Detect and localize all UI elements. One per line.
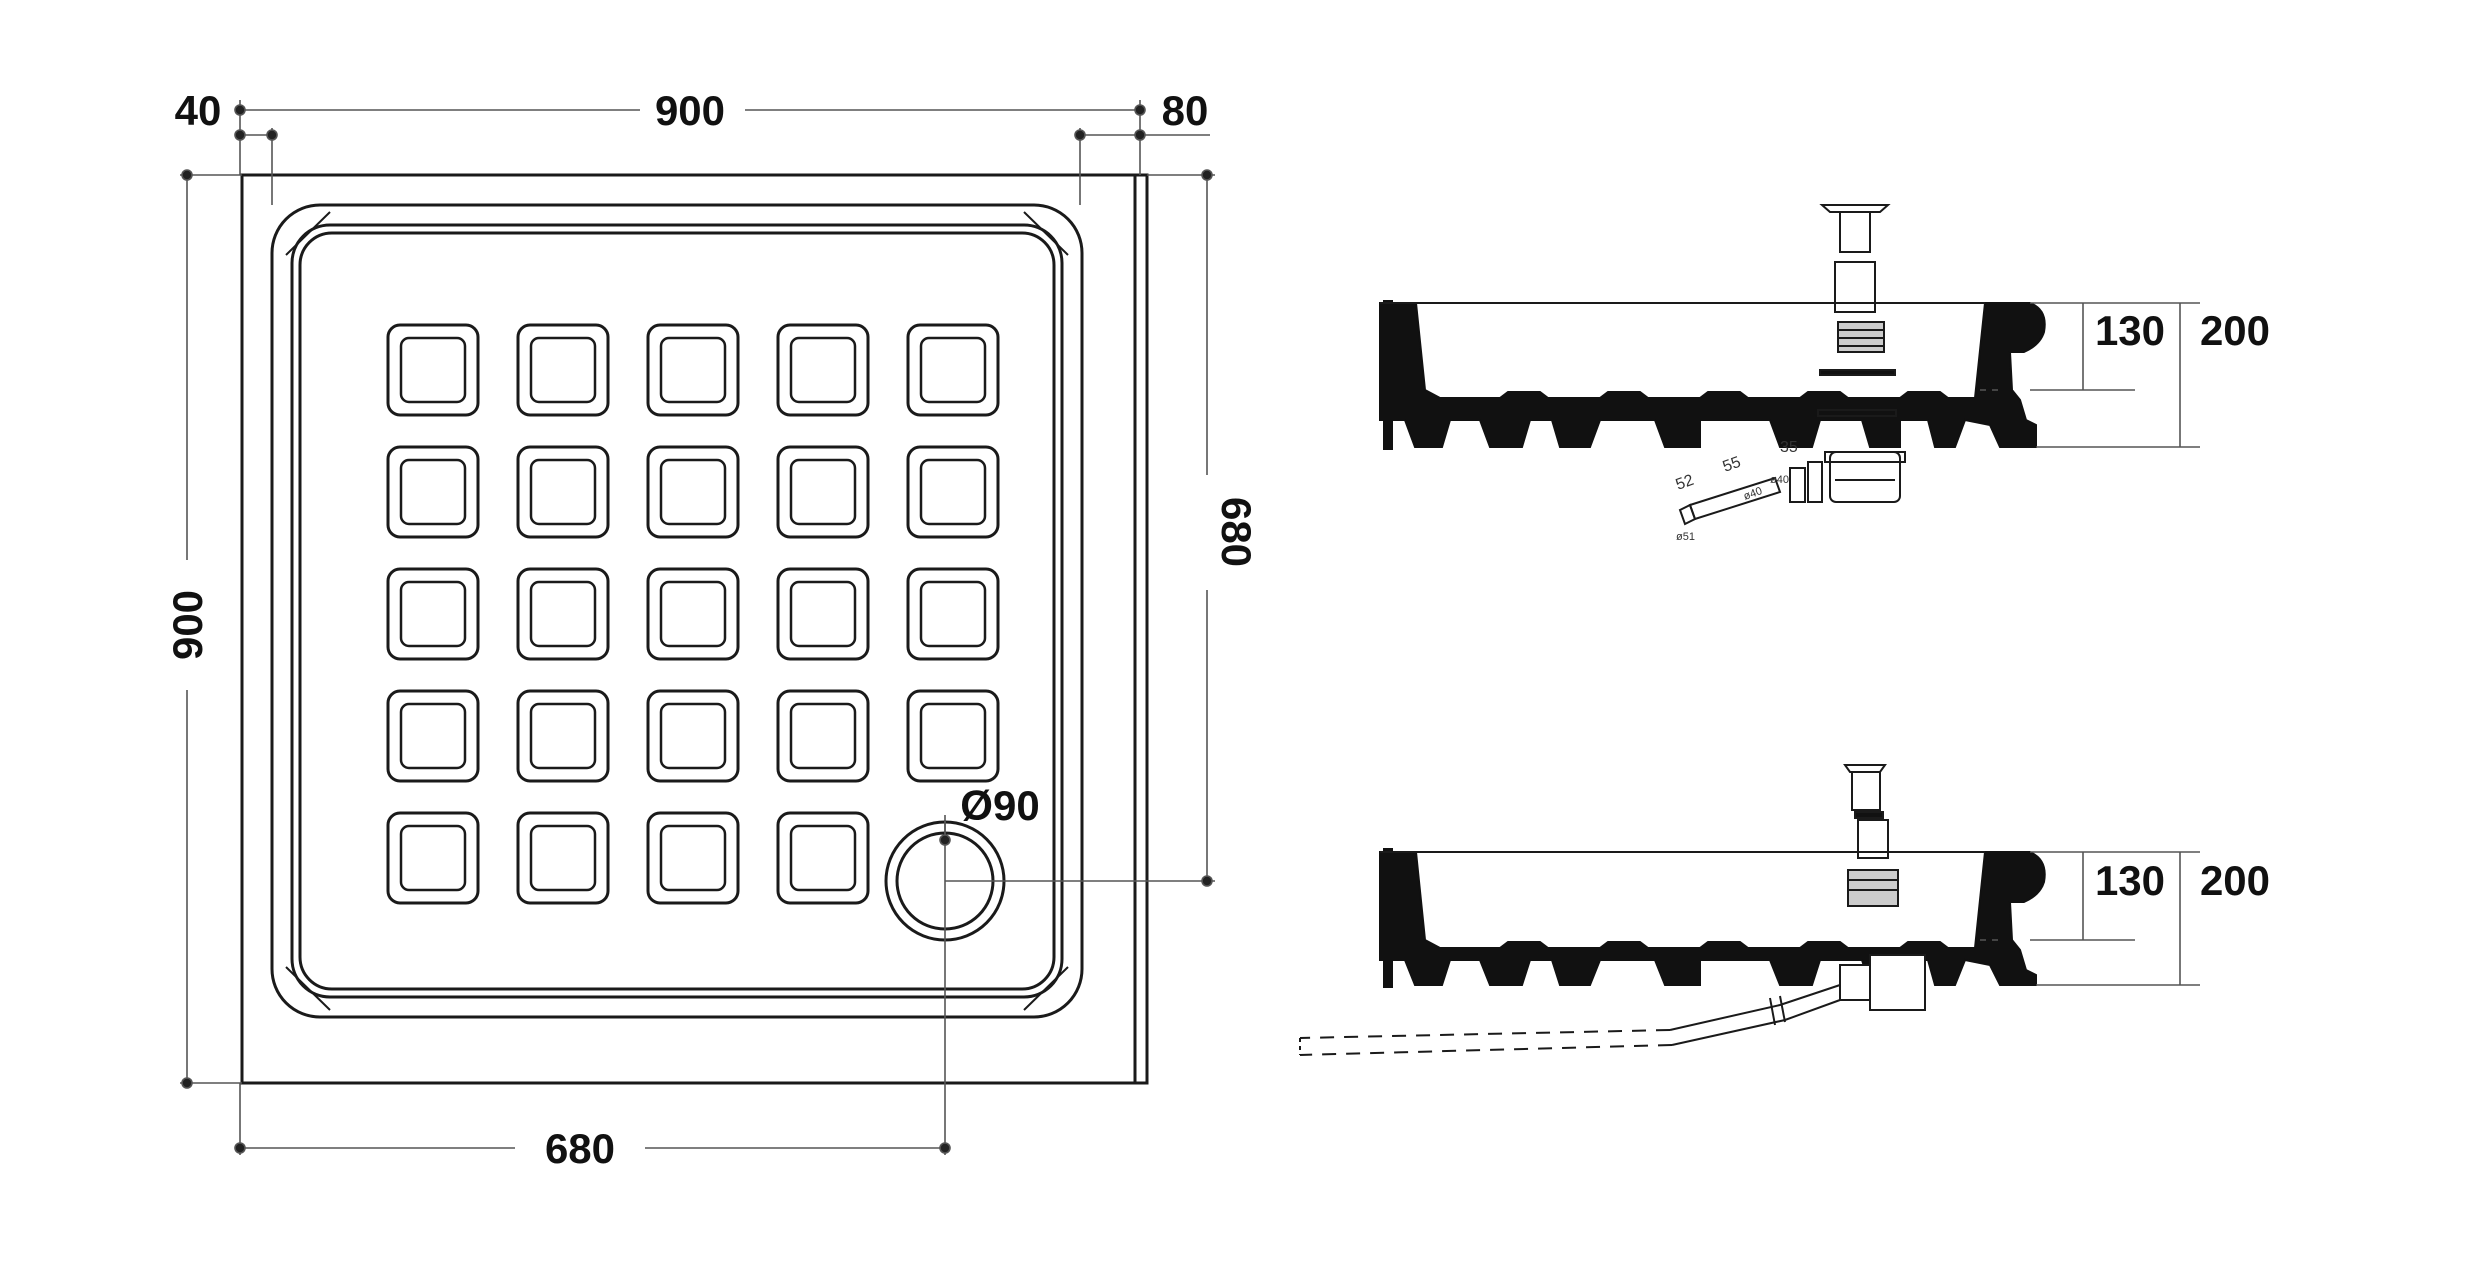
grid-pad [906,567,1000,661]
grid-pad-inner [919,580,987,648]
grid-pad-inner [919,336,987,404]
grid-pad [516,445,610,539]
dim-drain-diameter: Ø90 [960,782,1039,829]
grid-pad [386,689,480,783]
trap-label: 52 [1674,472,1697,494]
plan-view [240,173,1149,1085]
grid-pad-inner [789,824,857,892]
grid-pad-inner [789,580,857,648]
basin-corner [285,966,331,1011]
trap-labels: 52 55 35 ø40 ø40 ø51 [1674,439,1798,543]
grid-pad [516,323,610,417]
grid-pad-inner [399,702,467,770]
trap-label: 55 [1721,454,1744,476]
section-top-inner-depth: 130 [2095,307,2165,354]
grid-pad-inner [659,458,727,526]
section-bottom-body [1379,851,2046,986]
basin-rim-outer [270,203,1084,1019]
dim-bottom-width: 680 [545,1125,615,1172]
waste-pipe [1299,984,1841,1056]
dim-top-right-offset: 80 [1162,87,1209,134]
section-top-overall-height: 200 [2200,307,2270,354]
drain-assembly-top [1678,204,1906,526]
section-bottom-inner-depth: 130 [2095,857,2165,904]
basin-rim-inner [290,223,1064,999]
grid-pad [646,689,740,783]
grid-pad-inner [659,336,727,404]
drain-assembly-bottom [1839,764,1926,1011]
section-bottom: 130 200 [1299,764,2270,1056]
grid-pad [646,567,740,661]
grid-pad-inner [789,702,857,770]
grid-pad-inner [789,458,857,526]
grid-pad [776,811,870,905]
grid-pad [386,445,480,539]
grid-pad-inner [529,336,597,404]
trap-label: 35 [1780,439,1798,456]
grid-pad-inner [919,702,987,770]
grid-pad [646,323,740,417]
grid-pad-inner [529,702,597,770]
basin-corner [1023,966,1069,1011]
grid-pad [516,689,610,783]
grid-pad [906,689,1000,783]
grid-pad-inner [529,824,597,892]
grid-pad [906,445,1000,539]
basin-corner [285,211,331,256]
basin-floor [298,231,1056,991]
section-top-body [1379,302,2046,448]
grid-pad [386,323,480,417]
grid-pad-inner [399,336,467,404]
grid-pad-inner [659,702,727,770]
section-top-dim-lines [2030,302,2200,448]
grid-pad-inner [789,336,857,404]
grid-pad [906,323,1000,417]
grid-pad-inner [659,824,727,892]
anti-slip-grid [386,323,1000,905]
dim-top-left-offset: 40 [175,87,222,134]
plan-dimensions [180,100,1215,1155]
trap-label: ø40 [1770,474,1789,486]
grid-pad [776,445,870,539]
dim-left-height: 900 [164,590,211,660]
trap-label: ø51 [1676,531,1695,543]
tray-outline [240,173,1149,1085]
grid-pad [776,689,870,783]
grid-pad [776,323,870,417]
grid-pad-inner [529,580,597,648]
section-bottom-dim-lines [2030,851,2200,986]
grid-pad-inner [919,458,987,526]
grid-pad [386,567,480,661]
grid-pad-inner [399,824,467,892]
section-bottom-overall-height: 200 [2200,857,2270,904]
grid-pad-inner [529,458,597,526]
grid-pad [386,811,480,905]
grid-pad [516,811,610,905]
grid-pad-inner [659,580,727,648]
grid-pad [516,567,610,661]
grid-pad [646,811,740,905]
grid-pad-inner [399,580,467,648]
grid-pad [776,567,870,661]
grid-pad [646,445,740,539]
basin-corner [1023,211,1069,256]
dim-top-overall: 900 [655,87,725,134]
grid-pad-inner [399,458,467,526]
dim-right-height: 680 [1213,497,1260,567]
section-top: 52 55 35 ø40 ø40 ø51 130 200 [1379,204,2270,543]
